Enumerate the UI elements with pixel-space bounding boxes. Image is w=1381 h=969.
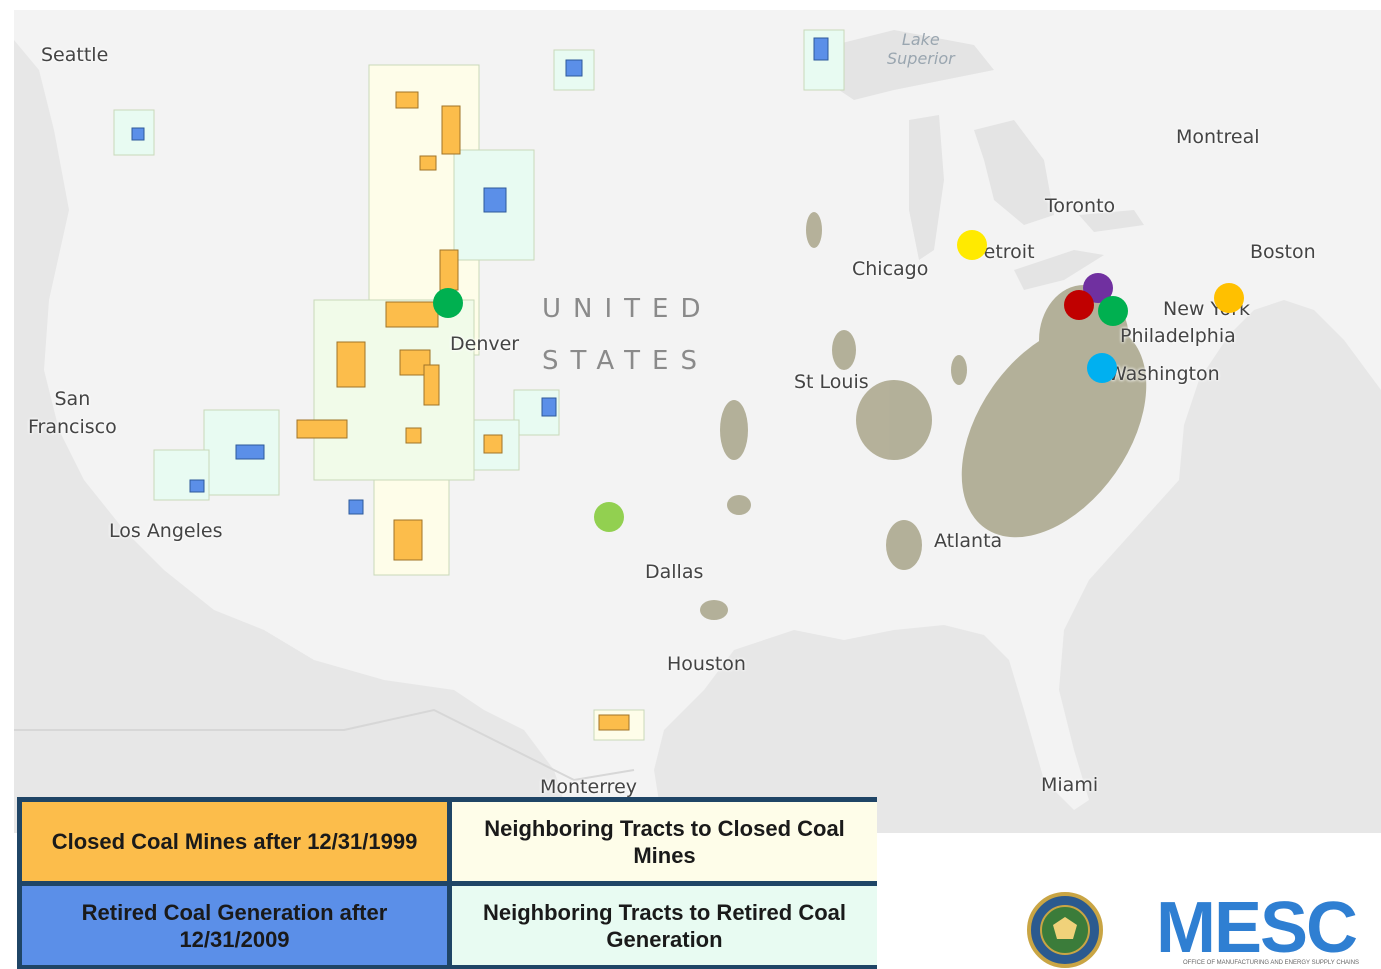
legend-closed-coal-mines: Closed Coal Mines after 12/31/1999 xyxy=(22,802,447,881)
city-label-dallas: Dallas xyxy=(645,561,704,583)
lake-michigan xyxy=(909,115,944,260)
lake-label: Lake Superior xyxy=(887,30,955,68)
city-label-toronto: Toronto xyxy=(1045,195,1116,217)
city-label-boston: Boston xyxy=(1250,241,1316,263)
marker-green[interactable] xyxy=(433,288,463,318)
city-label-san-francisco: San Francisco xyxy=(28,388,117,438)
mesc-logo-subtitle: OFFICE OF MANUFACTURING AND ENERGY SUPPL… xyxy=(1183,960,1360,966)
marker-red[interactable] xyxy=(1064,290,1094,320)
city-label-monterrey: Monterrey xyxy=(540,776,638,798)
city-label-seattle: Seattle xyxy=(41,44,109,66)
legend-neighboring-closed-mines: Neighboring Tracts to Closed Coal Mines xyxy=(452,802,877,881)
lake-erie xyxy=(1014,250,1104,290)
mesc-logo-text: MESC xyxy=(1156,888,1358,968)
border-line xyxy=(14,708,635,782)
city-label-denver: Denver xyxy=(450,333,520,355)
marker-yellow[interactable] xyxy=(957,230,987,260)
city-label-washington: Washington xyxy=(1108,363,1220,385)
city-label-st-louis: St Louis xyxy=(794,371,869,393)
marker-orange[interactable] xyxy=(1214,283,1244,313)
logo-area xyxy=(1024,889,1374,969)
country-label-line-2: STATES xyxy=(542,346,709,376)
lake-superior xyxy=(814,30,994,100)
city-label-houston: Houston xyxy=(667,653,746,675)
marker-green-east[interactable] xyxy=(1098,296,1128,326)
country-label-line-1: UNITED xyxy=(542,294,713,324)
lake-huron xyxy=(974,120,1054,225)
legend: Closed Coal Mines after 12/31/1999 Neigh… xyxy=(17,797,877,969)
city-label-miami: Miami xyxy=(1041,774,1099,796)
city-label-chicago: Chicago xyxy=(852,258,929,280)
lake-ontario xyxy=(1079,210,1144,232)
city-label-montreal: Montreal xyxy=(1176,126,1260,148)
doe-seal-icon xyxy=(1027,892,1103,968)
legend-neighboring-retired-generation: Neighboring Tracts to Retired Coal Gener… xyxy=(452,886,877,965)
city-label-atlanta: Atlanta xyxy=(934,530,1003,552)
city-label-los-angeles: Los Angeles xyxy=(109,520,223,542)
map[interactable]: Seattle San Francisco Los Angeles Denver… xyxy=(14,10,1381,833)
marker-light-green[interactable] xyxy=(594,502,624,532)
legend-retired-coal-generation: Retired Coal Generation after 12/31/2009 xyxy=(22,886,447,965)
marker-light-blue[interactable] xyxy=(1087,353,1117,383)
city-label-philadelphia: Philadelphia xyxy=(1120,325,1236,347)
